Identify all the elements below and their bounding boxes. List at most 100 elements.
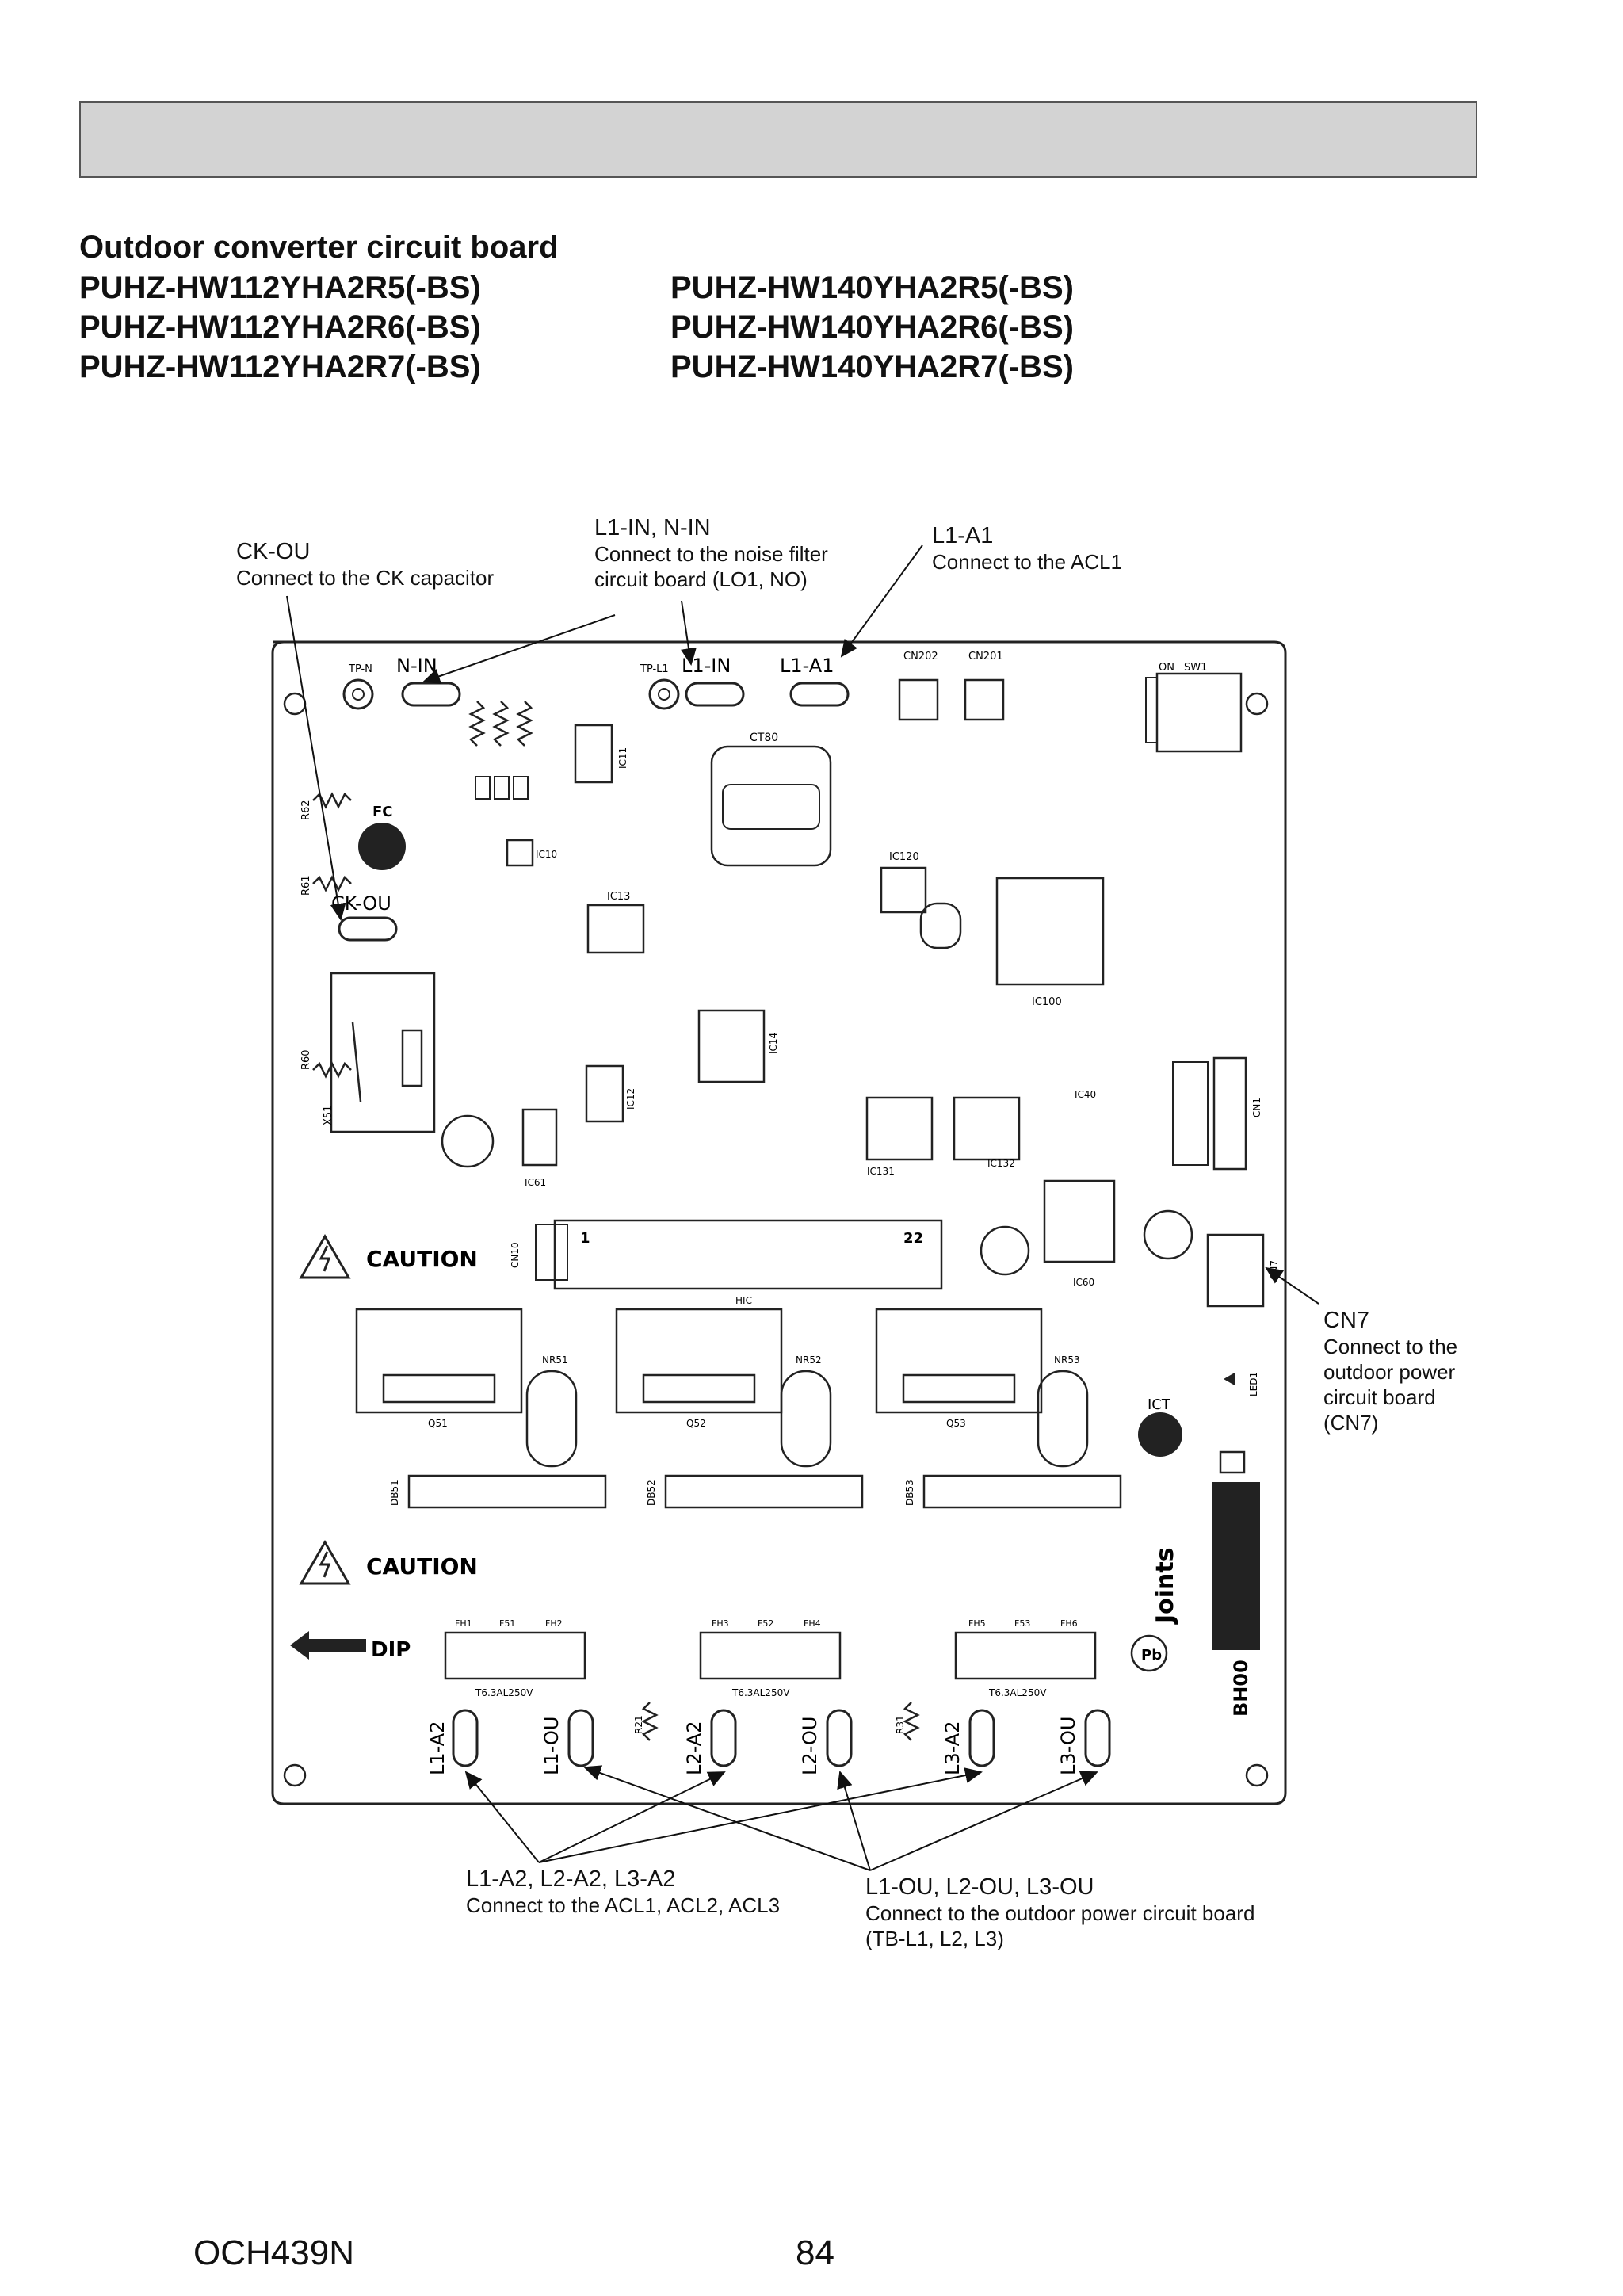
label-fuse-rating: T6.3AL250V [475,1687,533,1698]
model-name: PUHZ-HW112YHA2R7(-BS) [79,350,481,384]
label-r21: R21 [633,1715,644,1734]
callout-desc: Connect to the CK capacitor [236,566,495,590]
label-f53: F53 [1014,1618,1030,1629]
board-outline [271,640,1287,1805]
page-number: 84 [796,2233,834,2272]
label-fuse-rating: T6.3AL250V [988,1687,1047,1698]
ict-pad [1138,1412,1182,1457]
label-fh5: FH5 [968,1618,986,1629]
label-cn201: CN201 [968,651,1003,663]
leader-line [837,1771,871,1871]
label-fh3: FH3 [712,1618,729,1629]
label-ic131: IC131 [867,1166,895,1177]
label-l2a2: L2-A2 [683,1721,705,1775]
label-ic10: IC10 [536,849,557,860]
label-sw1: SW1 [1184,662,1207,674]
label-r61: R61 [300,875,312,896]
label-ic14: IC14 [768,1033,779,1054]
callout-label: L1-OU, L2-OU, L3-OU [865,1874,1094,1900]
label-ic40: IC40 [1075,1089,1096,1100]
label-db53: DB53 [904,1480,915,1506]
document-code: OCH439N [193,2233,354,2272]
leader-line [869,1771,1098,1871]
label-ckou: CK-OU [331,892,391,915]
label-ic60: IC60 [1073,1277,1094,1288]
model-name: PUHZ-HW140YHA2R5(-BS) [670,270,1074,305]
label-tpn: TP-N [348,663,372,675]
label-r31: R31 [895,1715,906,1734]
label-q52: Q52 [686,1418,706,1429]
label-on: ON [1159,662,1174,674]
label-fh6: FH6 [1060,1618,1078,1629]
callout-desc: Connect to the [1323,1335,1458,1358]
label-fc: FC [372,804,393,820]
label-q53: Q53 [946,1418,966,1429]
dip-label: DIP [371,1638,411,1662]
label-ic132: IC132 [987,1158,1015,1169]
label-cn202: CN202 [903,651,938,663]
label-l1ou: L1-OU [540,1717,563,1775]
mounting-hole [283,692,307,716]
label-bh00: BH00 [1230,1660,1252,1717]
label-tpl1: TP-L1 [640,663,669,675]
label-l2ou: L2-OU [799,1717,821,1775]
callout-label: L1-A2, L2-A2, L3-A2 [466,1866,676,1892]
callout-label: L1-A1 [932,523,994,548]
callout-label: CK-OU [236,539,311,564]
label-fh2: FH2 [545,1618,563,1629]
label-r62: R62 [300,800,312,820]
mounting-hole [283,1763,307,1787]
model-name: PUHZ-HW140YHA2R7(-BS) [670,350,1074,384]
label-ic120: IC120 [889,851,919,863]
label-f52: F52 [758,1618,773,1629]
label-ic11: IC11 [617,747,628,769]
label-f51: F51 [499,1618,515,1629]
label-pin1: 1 [580,1230,590,1247]
leader-line [1265,1266,1319,1305]
page-title: Outdoor converter circuit board [79,230,559,265]
label-db52: DB52 [646,1480,657,1506]
model-list-left: PUHZ-HW112YHA2R5(-BS) PUHZ-HW112YHA2R6(-… [79,268,481,387]
callout-desc: Connect to the outdoor power circuit boa… [865,1901,1255,1925]
mounting-hole [1245,1763,1269,1787]
label-r60: R60 [300,1049,312,1070]
callout-desc: outdoor power [1323,1360,1456,1384]
label-pin22: 22 [903,1230,923,1247]
label-l1in: L1-IN [682,655,731,677]
label-led1: LED1 [1248,1372,1259,1396]
fc-pad [358,823,406,870]
label-cn1: CN1 [1251,1098,1262,1117]
label-db51: DB51 [389,1480,400,1506]
label-cn10: CN10 [510,1242,521,1268]
label-joints: Joints [1151,1547,1179,1625]
leader-line [286,595,346,921]
callout-desc: Connect to the ACL1 [932,550,1122,574]
label-nr53: NR53 [1054,1354,1080,1366]
label-l3ou: L3-OU [1057,1717,1079,1775]
label-q51: Q51 [428,1418,448,1429]
label-ic12: IC12 [625,1088,636,1110]
label-fh4: FH4 [804,1618,821,1629]
callout-ou: L1-OU, L2-OU, L3-OU Connect to the outdo… [865,1874,1254,1951]
label-fuse-rating: T6.3AL250V [731,1687,790,1698]
leader-line [464,1771,540,1863]
label-ic100: IC100 [1032,996,1062,1008]
callout-desc: (TB-L1, L2, L3) [865,1927,1004,1950]
label-nr51: NR51 [542,1354,568,1366]
callout-desc: Connect to the noise filter [594,542,828,566]
header-bar [79,101,1477,178]
label-ic61: IC61 [525,1177,546,1188]
label-nr52: NR52 [796,1354,822,1366]
callout-desc: circuit board [1323,1385,1436,1409]
callout-cn7: CN7 Connect to the outdoor power circuit… [1323,1308,1457,1435]
caution-text: CAUTION [366,1246,478,1272]
leader-line [840,544,923,658]
callout-desc: Connect to the ACL1, ACL2, ACL3 [466,1893,781,1917]
label-nin: N-IN [396,655,437,677]
model-name: PUHZ-HW112YHA2R5(-BS) [79,270,481,305]
label-l1a1: L1-A1 [780,655,834,677]
model-name: PUHZ-HW140YHA2R6(-BS) [670,310,1074,345]
callout-l1a1: L1-A1 Connect to the ACL1 [932,523,1122,575]
label-ct80: CT80 [750,732,778,744]
